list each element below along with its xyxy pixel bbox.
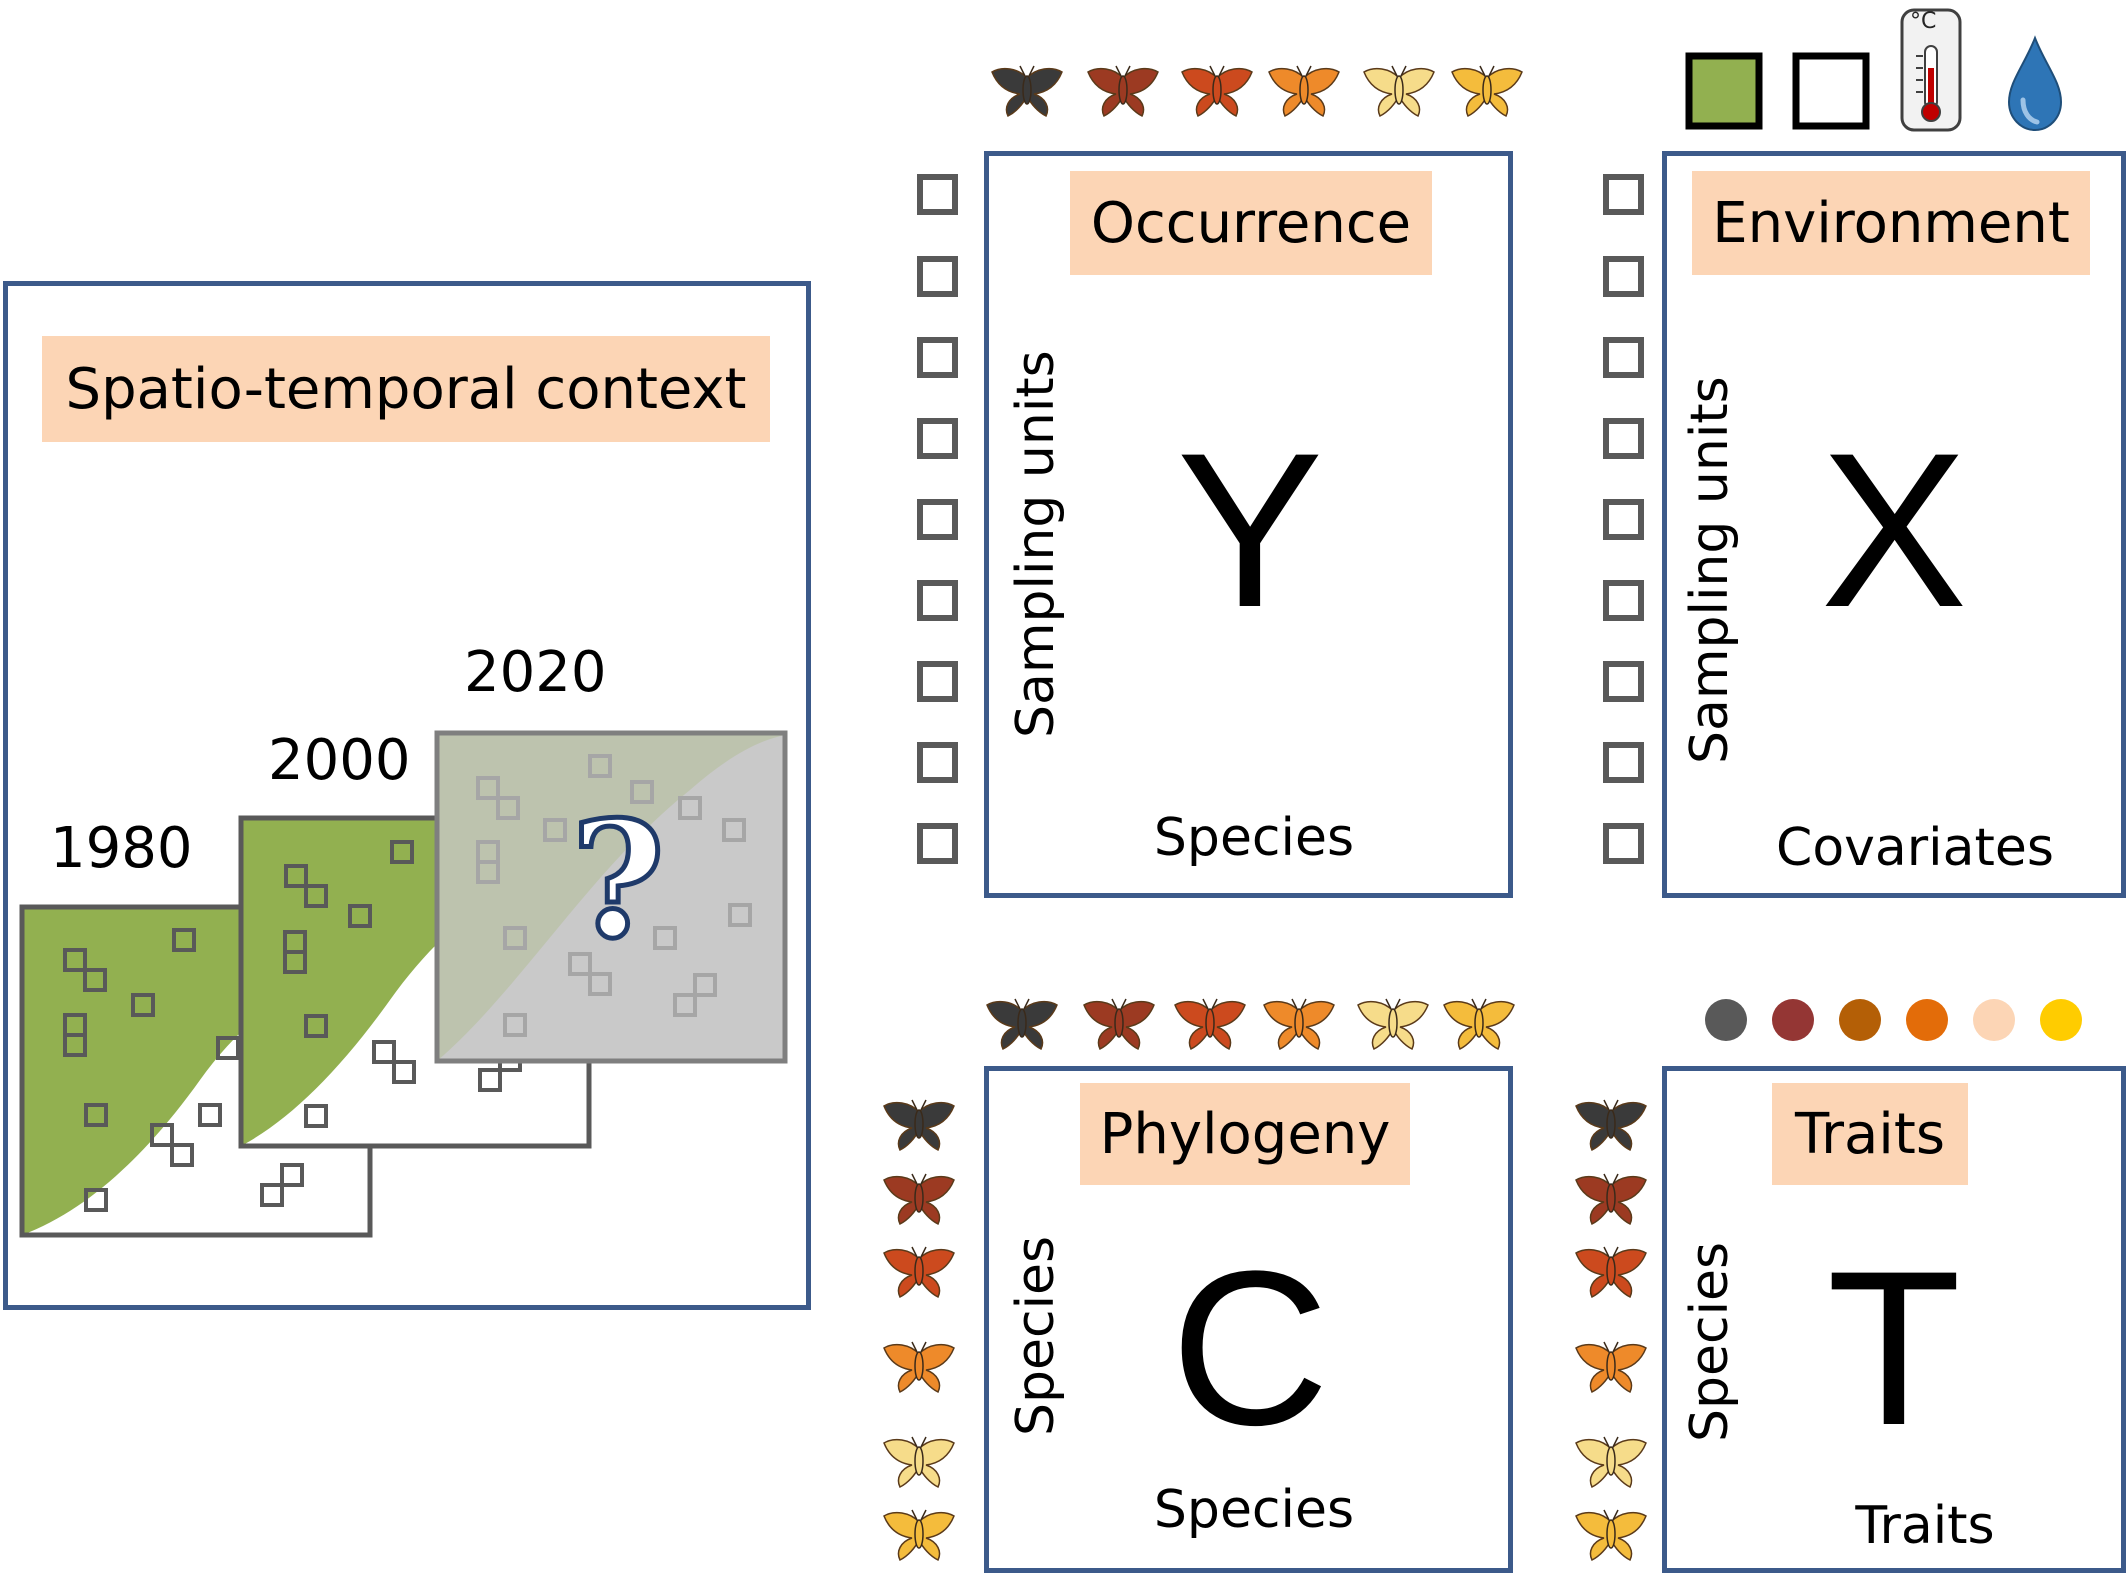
context-title: Spatio-temporal context <box>42 336 770 442</box>
moth-icon <box>1174 998 1246 1051</box>
environment-matrix-letter: X <box>1820 407 1968 653</box>
phylogeny-matrix-letter: C <box>1170 1225 1330 1471</box>
moth-icon <box>991 65 1063 118</box>
traits-col-label: Traits <box>1855 1496 1995 1556</box>
trait-dot-icon <box>1772 999 1814 1041</box>
moth-icon <box>1575 1246 1647 1299</box>
phylogeny-row-label: Species <box>1006 1235 1066 1436</box>
moth-icon <box>986 998 1058 1051</box>
trait-dot-icon <box>1906 999 1948 1041</box>
moth-icon <box>883 1341 955 1394</box>
occurrence-panel <box>984 151 1513 898</box>
moth-icon <box>1575 1341 1647 1394</box>
map-2020 <box>434 730 788 1064</box>
moth-icon <box>1451 65 1523 118</box>
environment-row-label: Sampling units <box>1680 376 1740 764</box>
moth-icon <box>1363 65 1435 118</box>
environment-title: Environment <box>1692 171 2090 275</box>
environment-sampling-unit-squares <box>1603 174 1644 864</box>
year-label-2000: 2000 <box>268 728 411 793</box>
moth-icon <box>1087 65 1159 118</box>
moth-icon <box>1181 65 1253 118</box>
moth-icon <box>883 1509 955 1562</box>
green-habitat-square-icon <box>1685 52 1763 130</box>
moth-icon <box>1575 1436 1647 1489</box>
phylogeny-title: Phylogeny <box>1080 1083 1410 1185</box>
phylogeny-col-label: Species <box>1153 1480 1355 1540</box>
moth-icon <box>1575 1173 1647 1226</box>
trait-color-dots <box>1705 999 2082 1041</box>
occurrence-sampling-unit-squares <box>917 174 958 864</box>
water-drop-icon <box>2007 35 2063 132</box>
moth-icon <box>883 1436 955 1489</box>
traits-row-label: Species <box>1680 1241 1740 1442</box>
moth-icon <box>1268 65 1340 118</box>
moth-icon <box>883 1246 955 1299</box>
moth-icon <box>1443 998 1515 1051</box>
trait-dot-icon <box>1839 999 1881 1041</box>
moth-icon <box>1083 998 1155 1051</box>
moth-icon <box>883 1099 955 1152</box>
environment-panel <box>1662 151 2126 898</box>
moth-icon <box>1575 1099 1647 1152</box>
question-mark-icon: ? <box>569 786 668 974</box>
moth-icon <box>1575 1509 1647 1562</box>
trait-dot-icon <box>1705 999 1747 1041</box>
occurrence-title: Occurrence <box>1070 171 1432 275</box>
moth-icon <box>1263 998 1335 1051</box>
environment-col-label: Covariates <box>1776 818 2054 878</box>
traits-title: Traits <box>1772 1083 1968 1185</box>
occurrence-matrix-letter: Y <box>1176 407 1324 653</box>
occurrence-col-label: Species <box>1153 808 1355 868</box>
trait-dot-icon <box>1973 999 2015 1041</box>
thermometer-unit-label: °C <box>1910 9 1937 34</box>
white-habitat-square-icon <box>1792 52 1870 130</box>
moth-icon <box>1357 998 1429 1051</box>
traits-matrix-letter: T <box>1826 1225 1962 1471</box>
year-label-2020: 2020 <box>464 640 607 705</box>
occurrence-row-label: Sampling units <box>1006 350 1066 738</box>
thermometer-icon <box>1900 8 1962 132</box>
year-label-1980: 1980 <box>50 816 193 881</box>
moth-icon <box>883 1173 955 1226</box>
trait-dot-icon <box>2040 999 2082 1041</box>
